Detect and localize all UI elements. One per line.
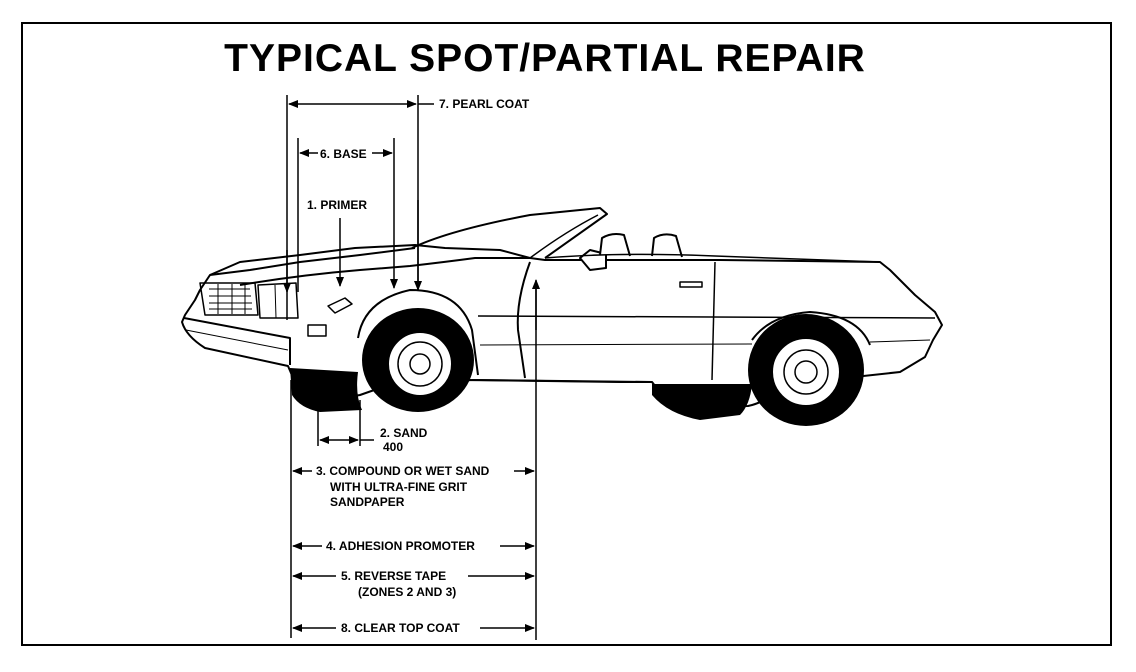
label-compound-sandpaper: SANDPAPER [330,495,405,509]
label-pearl-coat: 7. PEARL COAT [439,97,530,111]
label-reverse-zones: (ZONES 2 AND 3) [358,585,456,599]
diagram-title: TYPICAL SPOT/PARTIAL REPAIR [224,37,866,80]
label-sand: 2. SAND [380,426,428,440]
car-grille [199,282,259,316]
zone-pointers [283,138,540,330]
label-compound: 3. COMPOUND OR WET SAND [316,464,490,478]
car-seat-rear [651,233,683,258]
car-emblem [327,297,353,314]
car-hood [209,247,416,276]
car-bumper [183,317,291,365]
car-windshield [411,207,608,259]
car-seat-front [599,233,631,257]
car-front-wheel-arch [357,289,479,376]
front-wheel [362,308,474,412]
mid-underbody-shadow [652,384,752,420]
dimension-arrows [288,100,535,632]
front-underbody-shadow [290,368,362,412]
label-reverse-tape: 5. REVERSE TAPE [341,569,446,583]
label-clear-top-coat: 8. CLEAR TOP COAT [341,621,460,635]
car-marker-light [307,324,327,337]
diagram-frame [21,22,1112,646]
label-adhesion-promoter: 4. ADHESION PROMOTER [326,539,475,553]
label-sand-grit: 400 [383,440,403,454]
car-door-handle [679,281,703,288]
label-primer: 1. PRIMER [307,198,367,212]
label-compound-grit: WITH ULTRA-FINE GRIT [330,480,468,494]
car-rear-wheel-arch [751,311,871,346]
label-base: 6. BASE [320,147,367,161]
rear-wheel [748,314,864,426]
car-hood-line [239,257,530,286]
zone-lines [286,95,537,640]
car-door [516,261,531,379]
